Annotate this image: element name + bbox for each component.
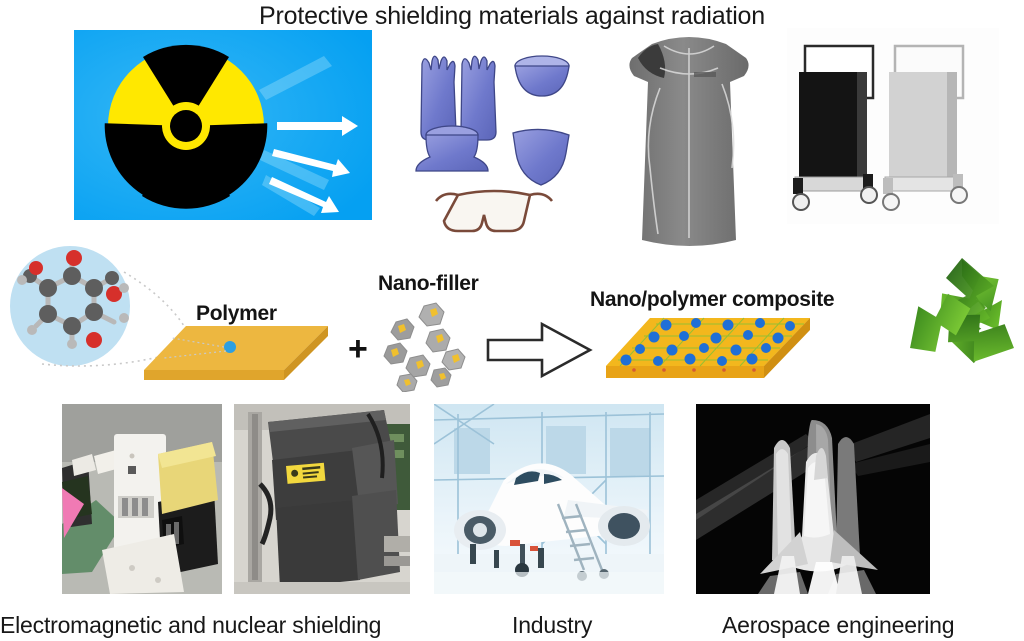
leaded-glasses-icon [434, 189, 554, 233]
polymer-label: Polymer [196, 302, 277, 325]
page-title: Protective shielding materials against r… [259, 2, 765, 30]
photo-electronic-components [62, 404, 222, 594]
photo-space-shuttle-launch [696, 404, 930, 594]
lead-gloves-icon [420, 55, 497, 141]
recycling-symbol-icon [906, 252, 1018, 392]
lead-apron-panel [604, 28, 774, 253]
process-arrow-icon [484, 318, 596, 382]
plus-sign: + [348, 330, 368, 368]
caption-industry: Industry [512, 612, 593, 638]
nano-polymer-composite-slab [604, 314, 820, 390]
radiation-ray-arrows [269, 116, 358, 213]
mobile-barriers-panel [787, 28, 999, 224]
nanofiller-particles [378, 300, 484, 393]
caption-electromagnetic-nuclear-shielding: Electromagnetic and nuclear shielding [0, 612, 382, 638]
photo-lead-shielding-blocks [234, 404, 410, 594]
caption-aerospace-engineering: Aerospace engineering [722, 612, 955, 638]
black-mobile-barrier [792, 44, 878, 211]
grey-mobile-barrier [882, 44, 968, 211]
polymer-sheet [142, 322, 332, 392]
photo-aircraft-hangar [434, 404, 664, 594]
nanofiller-label: Nano-filler [378, 272, 479, 295]
polymer-molecule-callout [6, 244, 196, 384]
lead-collar-icon [415, 125, 489, 172]
radiation-hazard-panel [74, 30, 372, 220]
radiation-hazard-graphic [74, 30, 372, 220]
trefoil-icon [104, 44, 268, 209]
thyroid-shield-icon [512, 128, 570, 186]
lead-cap-icon [514, 55, 570, 97]
protective-gear-panel [400, 28, 590, 253]
composite-label: Nano/polymer composite [590, 288, 835, 311]
